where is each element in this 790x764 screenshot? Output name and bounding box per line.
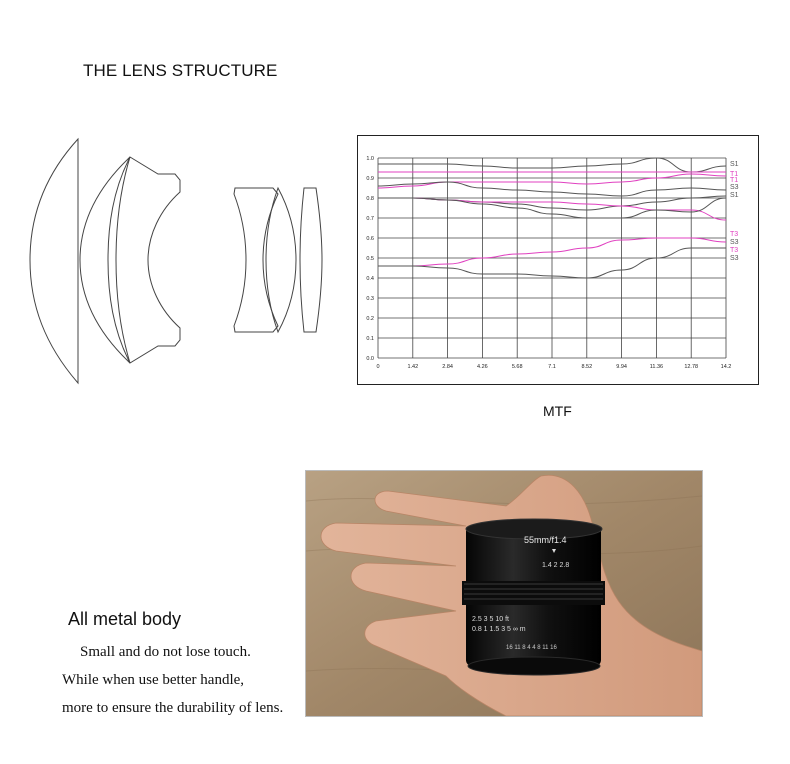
mtf-y-tick-label: 0.9 xyxy=(366,176,374,182)
mtf-y-tick-label: 0.2 xyxy=(366,316,374,322)
lens-marking: 55mm/f1.4 xyxy=(524,535,567,545)
mtf-series-line xyxy=(377,181,727,197)
body-line-3: more to ensure the durability of lens. xyxy=(62,700,284,716)
mtf-chart: 0.0 0.1 0.2 0.3 0.4 0.5 0.6 0.7 0.8 0.9 1.0 0 1.42 2… xyxy=(366,156,739,370)
lens-body: 55mm/f1.4 1.4 2 2.8 2.5 3 5 10 ft 0.8 1 … xyxy=(462,518,605,676)
mtf-y-tick-label: 0.6 xyxy=(366,236,374,242)
mtf-y-tick-label: 0.7 xyxy=(366,216,374,222)
body-line-2: While when use better handle, xyxy=(62,672,245,688)
mtf-series-line xyxy=(378,197,727,219)
mtf-y-tick-label: 0.4 xyxy=(366,276,374,282)
mtf-x-tick-label: 9.94 xyxy=(616,364,627,370)
mtf-series-end-label: T3 xyxy=(730,231,738,238)
mtf-series-line xyxy=(378,157,727,173)
mtf-y-tick-label: 1.0 xyxy=(366,156,374,162)
mtf-x-ticks: 0 1.42 2.84 4.26 5.68 7.1 8.52 9.94 11.36 12.78 14… xyxy=(376,364,731,370)
mtf-grid xyxy=(377,157,727,359)
dof-scale: 16 11 8 4 4 8 11 16 xyxy=(506,645,557,651)
mtf-series-end-label: S1 xyxy=(730,192,739,199)
distance-m-scale: 0.8 1 1.5 3 5 ∞ m xyxy=(472,626,526,633)
body-title: All metal body xyxy=(68,609,182,629)
mtf-series xyxy=(377,157,727,279)
lens-element-6 xyxy=(299,187,323,333)
mtf-series-line xyxy=(378,237,727,267)
mtf-x-tick-label: 8.52 xyxy=(581,364,592,370)
mtf-series-end-label: S3 xyxy=(730,255,739,262)
mtf-x-tick-label: 12.78 xyxy=(684,364,698,370)
mtf-x-tick-label: 4.26 xyxy=(477,364,488,370)
mtf-y-tick-label: 0.1 xyxy=(366,336,374,342)
lens-photo: 55mm/f1.4 1.4 2 2.8 2.5 3 5 10 ft 0.8 1 … xyxy=(305,470,703,717)
lens-element-3 xyxy=(115,156,181,364)
aperture-scale: 1.4 2 2.8 xyxy=(542,562,569,569)
mtf-x-tick-label: 11.36 xyxy=(650,364,663,370)
mtf-caption: MTF xyxy=(543,403,572,419)
body-line-1: Small and do not lose touch. xyxy=(80,644,251,660)
mtf-series-end-label: T1 xyxy=(730,177,738,184)
lens-element-4 xyxy=(233,187,279,333)
mtf-y-tick-label: 0.3 xyxy=(366,296,374,302)
mtf-y-ticks: 0.0 0.1 0.2 0.3 0.4 0.5 0.6 0.7 0.8 0.9 1.0 xyxy=(366,156,374,362)
mtf-x-tick-label: 14.2 xyxy=(721,364,732,370)
mtf-series-end-label: S3 xyxy=(730,184,739,191)
lens-structure-diagram xyxy=(29,137,323,385)
mtf-series-line xyxy=(378,247,726,279)
mtf-x-tick-label: 7.1 xyxy=(548,364,556,370)
mtf-y-tick-label: 0.5 xyxy=(366,256,374,262)
lens-in-hand-illustration: 55mm/f1.4 1.4 2 2.8 2.5 3 5 10 ft 0.8 1 … xyxy=(306,471,702,716)
mtf-series-end-label: S1 xyxy=(730,161,739,168)
lens-element-1 xyxy=(29,137,79,385)
mtf-x-tick-label: 2.84 xyxy=(442,364,453,370)
distance-ft-scale: 2.5 3 5 10 ft xyxy=(472,616,509,623)
mtf-series-end-label: T1 xyxy=(730,171,738,178)
mtf-x-tick-label: 1.42 xyxy=(407,364,418,370)
lens-element-5 xyxy=(265,186,297,334)
index-marker xyxy=(552,549,556,553)
mtf-y-tick-label: 0.8 xyxy=(366,196,374,202)
lens-structure-title: THE LENS STRUCTURE xyxy=(83,61,278,80)
mtf-series-end-label: T3 xyxy=(730,247,738,254)
mtf-y-tick-label: 0.0 xyxy=(366,356,374,362)
mtf-chart-frame: 0.0 0.1 0.2 0.3 0.4 0.5 0.6 0.7 0.8 0.9 1.0 0 1.42 2… xyxy=(357,135,759,385)
mtf-x-tick-label: 5.68 xyxy=(512,364,523,370)
mtf-series-end-label: S3 xyxy=(730,239,739,246)
mtf-x-tick-label: 0 xyxy=(376,364,379,370)
